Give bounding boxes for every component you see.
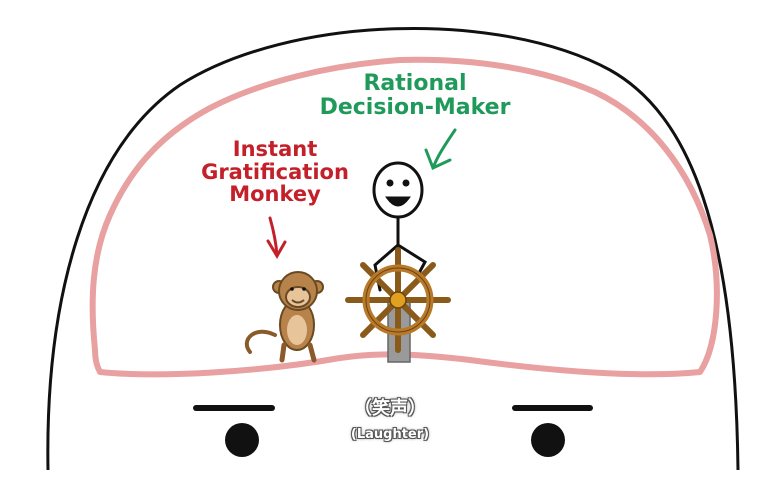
monkey-label-line-1: Instant [232,137,318,161]
caption-chinese: （笑声） [354,398,426,419]
monkey-icon [244,271,324,363]
subtitle-caption: （笑声） (Laughter) [300,398,480,444]
caption-english: (Laughter) [350,427,430,442]
rational-label-line-2: Decision-Maker [319,94,511,120]
head-outline [46,26,740,471]
arrow-down-icon [266,216,287,259]
eye-right [531,423,565,457]
stick-figure-icon [372,161,427,292]
rational-decision-maker-label: Rational Decision-Maker [300,72,530,120]
brain-outline [89,56,720,378]
ship-wheel-icon [345,247,451,353]
instant-gratification-monkey-label: Instant Gratification Monkey [160,138,390,206]
monkey-label-line-3: Monkey [229,182,321,207]
eye-left [225,423,259,457]
monkey-label-line-2: Gratification [201,159,349,184]
arrow-down-icon [424,128,457,171]
rational-label-line-1: Rational [363,71,467,96]
